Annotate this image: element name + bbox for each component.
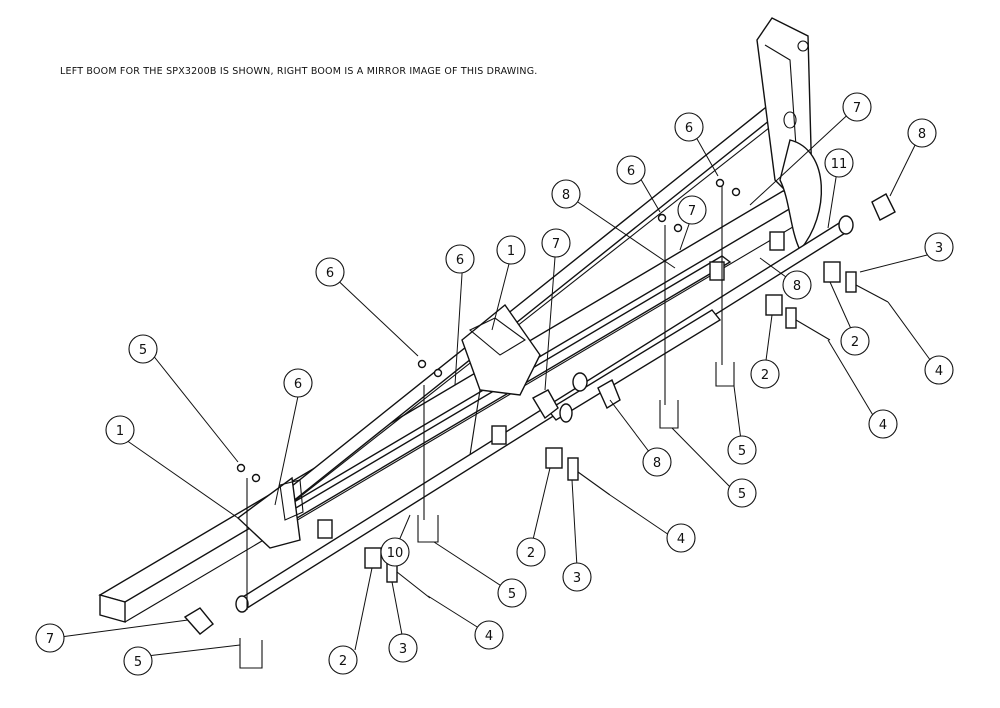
- svg-text:4: 4: [879, 418, 887, 433]
- svg-text:7: 7: [46, 632, 54, 647]
- left-end-bracket: [236, 476, 304, 549]
- balloon: 5: [727, 435, 757, 465]
- balloon: 8: [907, 118, 937, 148]
- tube-caps: [183, 193, 896, 635]
- balloon: 11: [824, 148, 854, 178]
- svg-text:4: 4: [485, 629, 493, 644]
- clamp-hardware: [317, 231, 889, 599]
- svg-text:8: 8: [793, 279, 801, 294]
- svg-text:5: 5: [139, 343, 147, 358]
- lower-brace: [260, 255, 732, 535]
- balloon: 4: [924, 355, 954, 385]
- svg-text:5: 5: [738, 487, 746, 502]
- balloon: 8: [782, 270, 812, 300]
- balloon: 2: [328, 645, 358, 675]
- balloon: 2: [516, 537, 546, 567]
- balloon: 7: [541, 228, 571, 258]
- balloon: 5: [128, 334, 158, 364]
- balloon: 3: [924, 232, 954, 262]
- balloon: 8: [642, 447, 672, 477]
- svg-text:2: 2: [851, 335, 859, 350]
- svg-text:2: 2: [761, 368, 769, 383]
- svg-text:3: 3: [935, 241, 943, 256]
- svg-text:6: 6: [294, 377, 302, 392]
- balloon: 1: [105, 415, 135, 445]
- svg-text:5: 5: [508, 587, 516, 602]
- drawing-note: LEFT BOOM FOR THE SPX3200B IS SHOWN, RIG…: [60, 66, 538, 77]
- svg-text:11: 11: [831, 157, 848, 172]
- svg-text:2: 2: [339, 654, 347, 669]
- svg-text:2: 2: [527, 546, 535, 561]
- u-bolts: [239, 185, 735, 669]
- svg-text:7: 7: [552, 237, 560, 252]
- balloon: 2: [840, 326, 870, 356]
- balloon: 6: [315, 257, 345, 287]
- svg-text:7: 7: [688, 204, 696, 219]
- balloon: 1: [496, 235, 526, 265]
- svg-text:8: 8: [653, 456, 661, 471]
- balloon: 5: [497, 578, 527, 608]
- balloon: 4: [868, 409, 898, 439]
- svg-text:10: 10: [387, 546, 404, 561]
- leader-lines: [52, 107, 940, 659]
- balloon: 2: [750, 359, 780, 389]
- nuts: [236, 178, 741, 483]
- svg-text:6: 6: [326, 266, 334, 281]
- svg-text:7: 7: [853, 101, 861, 116]
- balloon: 7: [677, 195, 707, 225]
- svg-text:6: 6: [685, 121, 693, 136]
- callout-balloons: 1 1 2 2 2 2 3 3 3 4 4 4 4 5 5 5 5 5 6 6 …: [35, 92, 954, 676]
- balloon: 5: [123, 646, 153, 676]
- balloon: 7: [35, 623, 65, 653]
- balloon: 4: [474, 620, 504, 650]
- balloon: 4: [666, 523, 696, 553]
- svg-text:5: 5: [738, 444, 746, 459]
- balloon: 7: [842, 92, 872, 122]
- center-hinge-bracket: [461, 303, 541, 456]
- balloon: 6: [674, 112, 704, 142]
- svg-text:3: 3: [399, 642, 407, 657]
- svg-text:3: 3: [573, 571, 581, 586]
- svg-text:1: 1: [116, 424, 124, 439]
- svg-text:8: 8: [918, 127, 926, 142]
- svg-text:1: 1: [507, 244, 515, 259]
- svg-text:8: 8: [562, 188, 570, 203]
- middle-tube: [546, 309, 722, 423]
- svg-text:4: 4: [935, 364, 943, 379]
- svg-text:6: 6: [627, 164, 635, 179]
- svg-text:5: 5: [134, 655, 142, 670]
- balloon: 6: [283, 368, 313, 398]
- svg-text:4: 4: [677, 532, 685, 547]
- balloon: 6: [616, 155, 646, 185]
- balloon: 6: [445, 244, 475, 274]
- balloon: 5: [727, 478, 757, 508]
- balloon: 10: [380, 537, 410, 567]
- balloon: 3: [388, 633, 418, 663]
- balloon: 3: [562, 562, 592, 592]
- balloon: 8: [551, 179, 581, 209]
- svg-text:6: 6: [456, 253, 464, 268]
